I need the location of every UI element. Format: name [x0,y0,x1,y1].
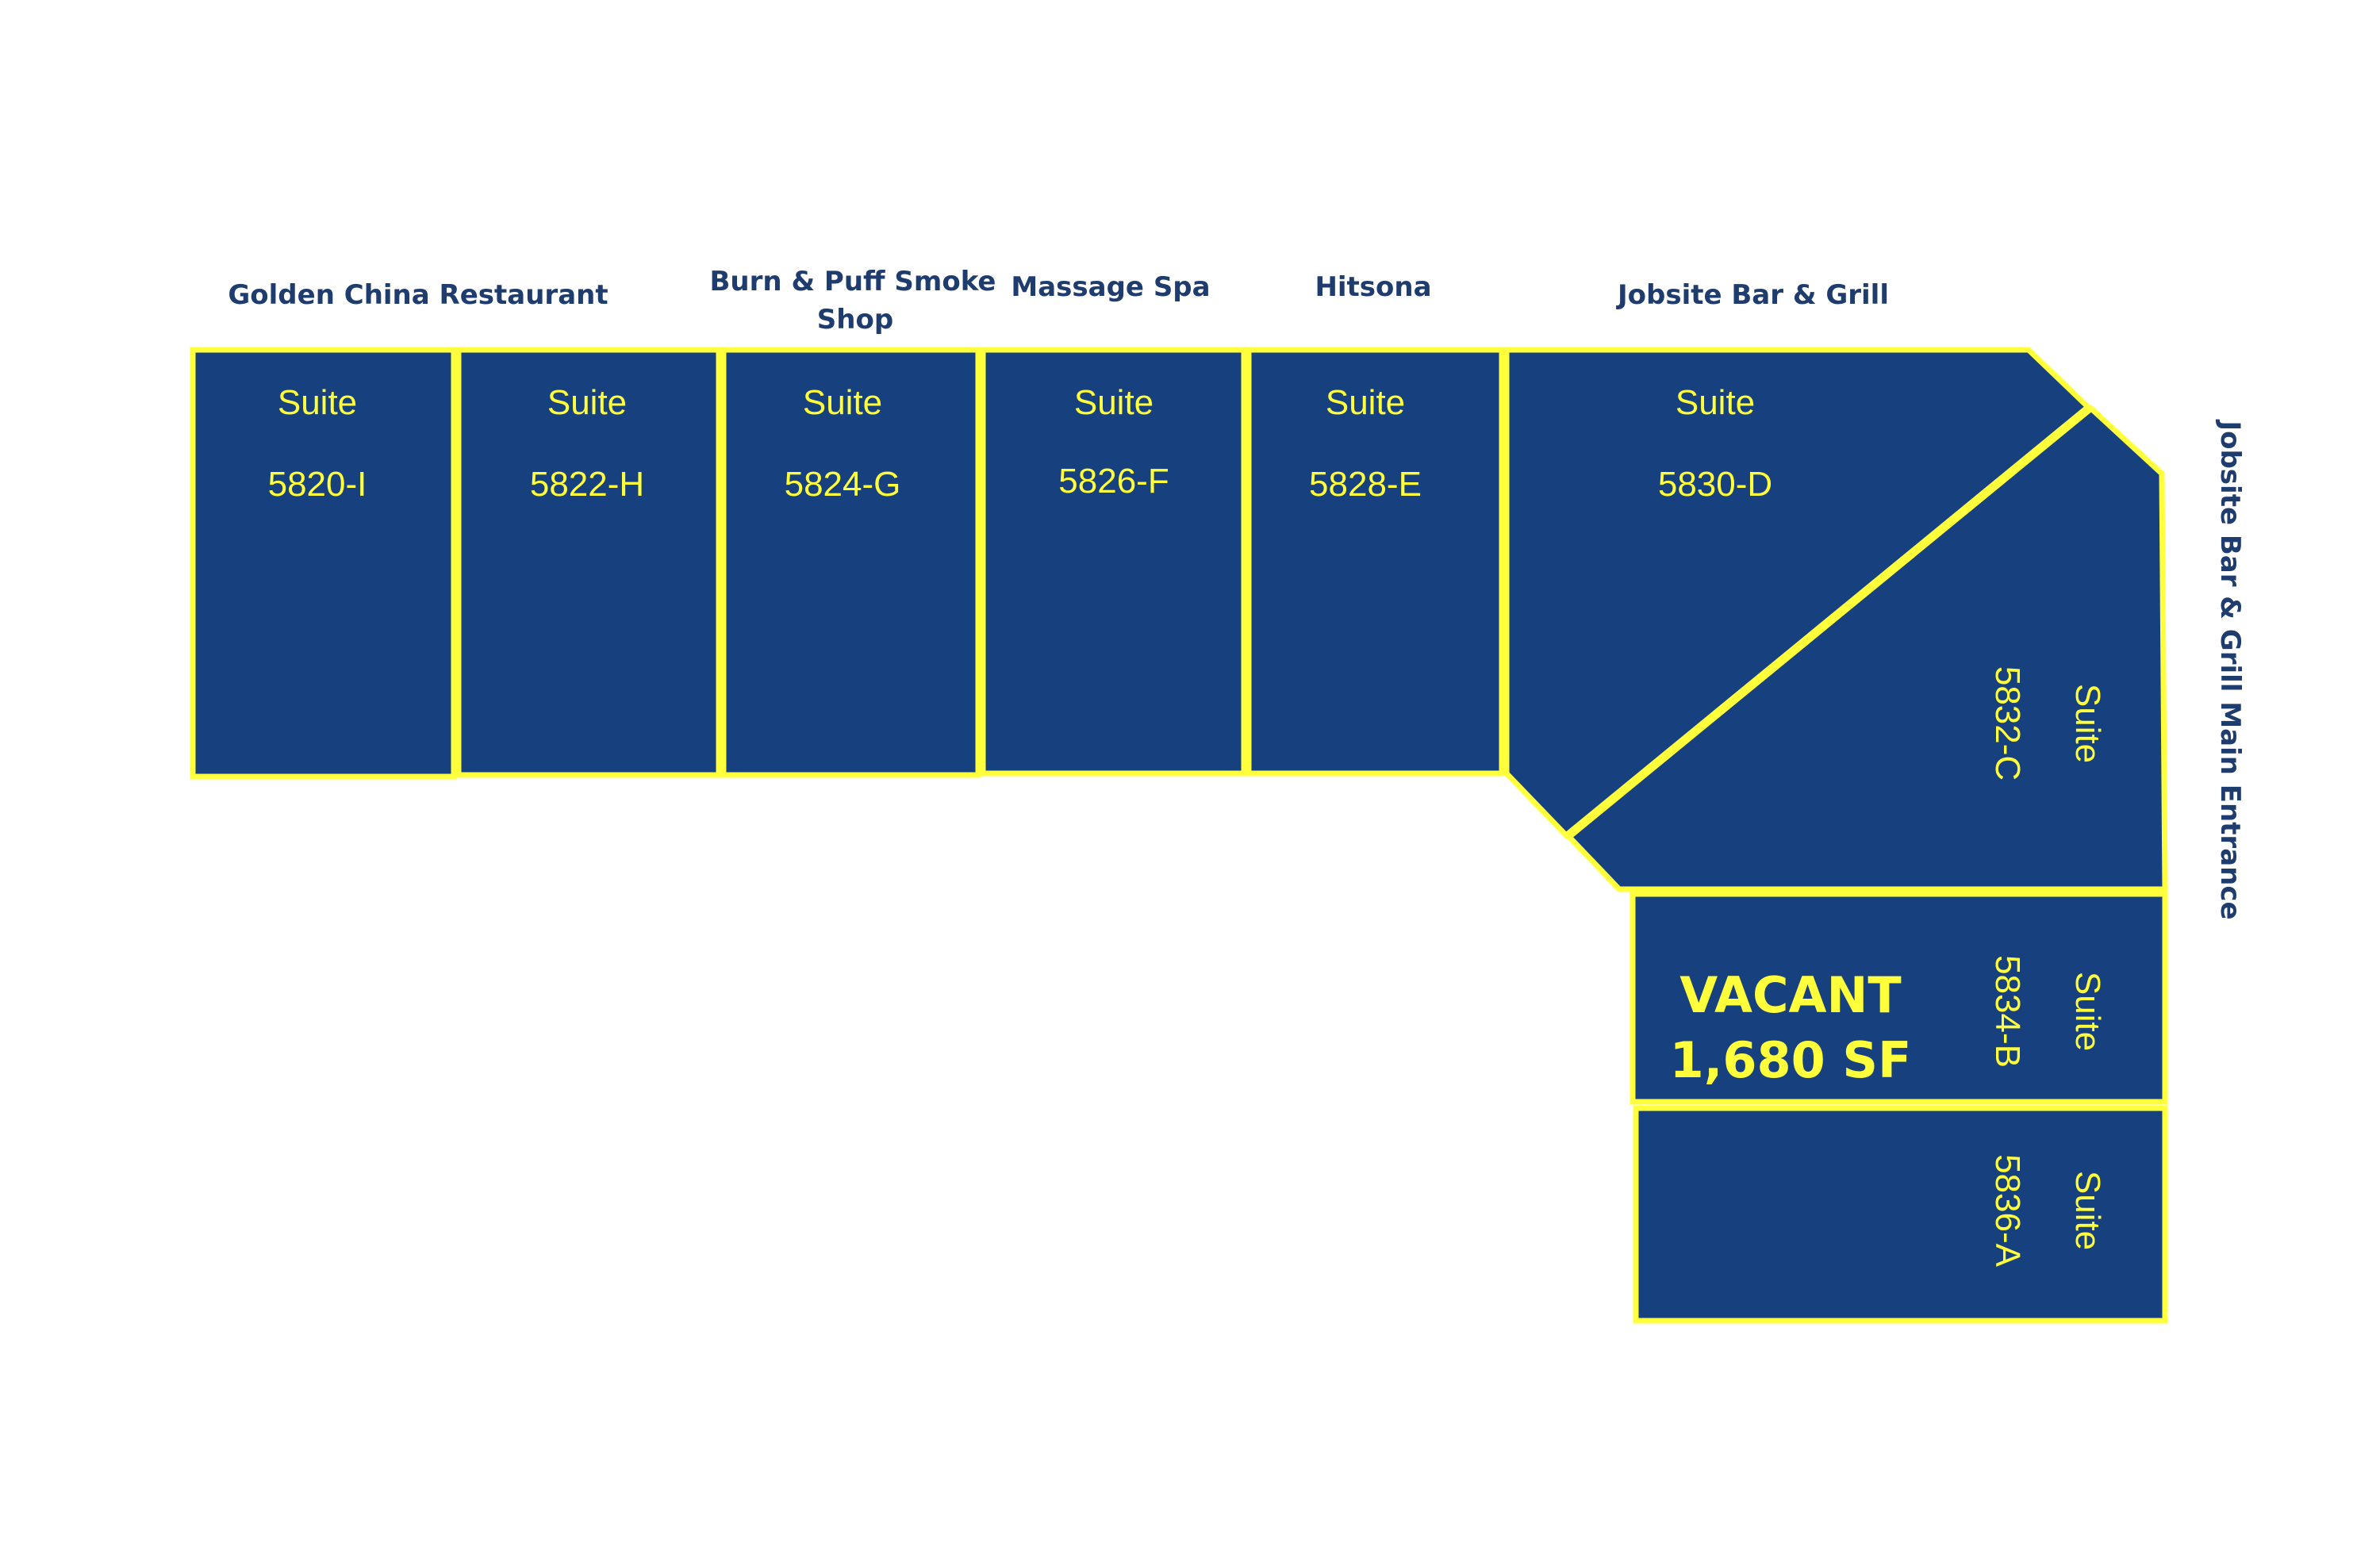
suite-5832-c [1564,405,2168,892]
suite-5836-a [1633,1105,2168,1324]
tenant-label-golden-china: Golden China Restaurant [228,279,608,311]
suite-5828-e [1246,347,1505,777]
suite-5822-h [455,347,722,778]
suite-5834-b [1630,891,2168,1105]
tenant-label-massage-spa: Massage Spa [1011,271,1210,303]
tenant-label-burn-puff-line1: Burn & Puff Smoke [710,266,996,297]
suite-5832-c-word: Suite [2068,684,2107,763]
suite-5826-f [980,347,1247,777]
vacant-status: VACANT [1679,966,1901,1024]
suite-5824-g-word: Suite [803,383,882,422]
suite-5832-c-number: 5832-C [1988,666,2027,781]
tenant-label-jobsite-bar-grill: Jobsite Bar & Grill [1616,279,1889,311]
suite-5830-d [1503,347,2093,839]
suite-5822-h-word: Suite [547,383,627,422]
suite-5828-e-word: Suite [1326,383,1405,422]
suite-5822-h-number: 5822-H [530,465,644,504]
suite-5826-f-number: 5826-F [1058,462,1169,501]
suite-5834-b-number: 5834-B [1988,955,2027,1068]
suite-5824-g-number: 5824-G [785,465,901,504]
suite-5820-i-number: 5820-I [268,465,367,504]
suite-5824-g [720,347,981,778]
suite-5828-e-number: 5828-E [1309,465,1422,504]
suite-5820-i-word: Suite [278,383,357,422]
suite-5834-b-word: Suite [2068,972,2107,1051]
tenant-label-hitsona: Hitsona [1315,271,1431,303]
tenant-label-jobsite-main-entrance: Jobsite Bar & Grill Main Entrance [2214,419,2246,919]
suite-5836-a-word: Suite [2068,1171,2107,1250]
suite-5826-f-word: Suite [1074,383,1154,422]
tenant-label-burn-puff-line2: Shop [817,304,893,336]
suite-5830-d-word: Suite [1676,383,1755,422]
vacant-area: 1,680 SF [1670,1031,1912,1089]
suite-5836-a-number: 5836-A [1988,1154,2027,1268]
suite-5830-d-number: 5830-D [1658,465,1772,504]
suite-5820-i [190,347,457,780]
